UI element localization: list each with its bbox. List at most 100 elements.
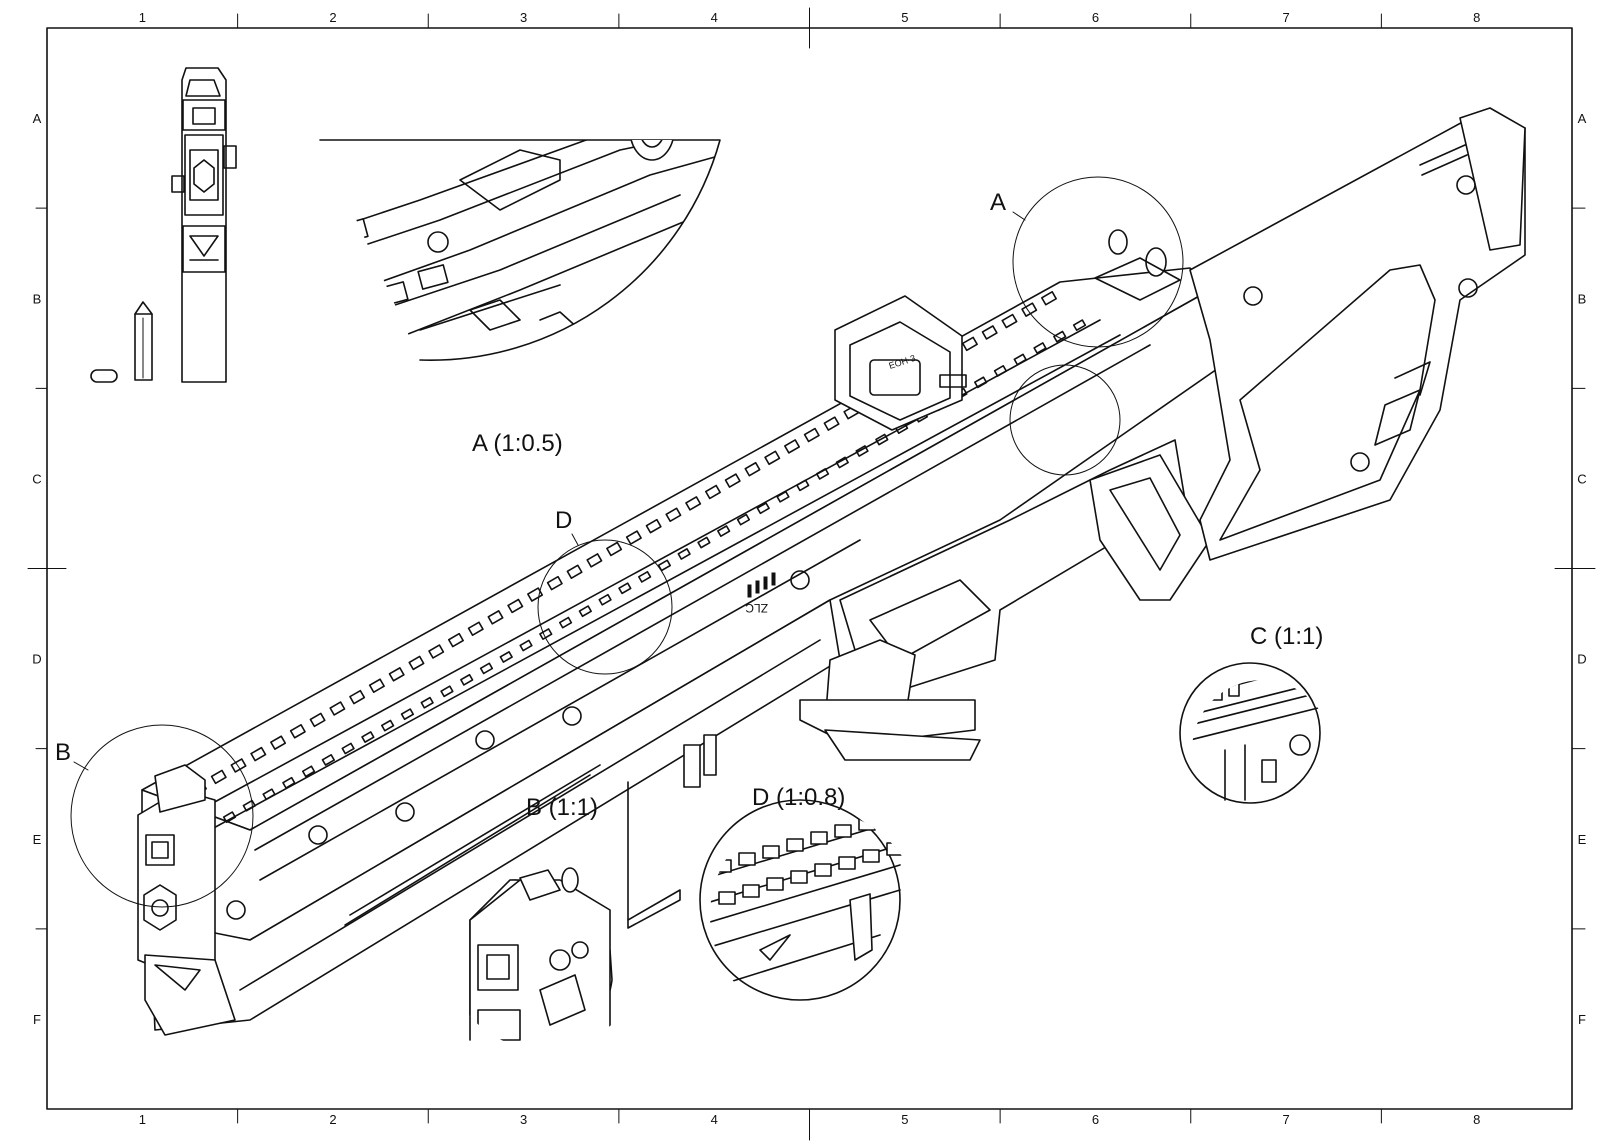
rail-tooth bbox=[784, 439, 801, 454]
grid-row-label-right: B bbox=[1578, 291, 1587, 306]
rail-tooth bbox=[803, 427, 820, 443]
grid-col-label-top: 4 bbox=[711, 10, 718, 25]
rail-tooth-lower bbox=[657, 559, 672, 572]
rail-tooth-lower bbox=[381, 719, 395, 732]
rail-tooth-lower bbox=[736, 513, 751, 526]
detail-a-title: A (1:0.5) bbox=[472, 430, 563, 457]
rail-tooth-lower bbox=[499, 651, 513, 663]
rail-tooth-lower bbox=[440, 685, 454, 698]
callout-d: D bbox=[537, 507, 673, 675]
grid-row-label-right: A bbox=[1578, 111, 1587, 126]
grid-col-label-top: 5 bbox=[901, 10, 908, 25]
detail-d-tooth bbox=[834, 824, 852, 838]
rail-tooth-lower bbox=[519, 639, 533, 652]
grid-col-label-top: 3 bbox=[520, 10, 527, 25]
rail-tooth bbox=[764, 450, 781, 466]
rail-tooth bbox=[270, 735, 287, 750]
rail-tooth bbox=[566, 564, 583, 580]
rail-tooth bbox=[724, 473, 741, 488]
grid-row-label-left: A bbox=[33, 111, 42, 126]
detail-d-title: D (1:0.8) bbox=[752, 784, 845, 811]
detail-d-tooth-lower bbox=[766, 877, 784, 891]
rail-tooth bbox=[744, 461, 761, 477]
detail-d-tooth-lower bbox=[790, 870, 808, 884]
rail-tooth-lower bbox=[717, 525, 731, 537]
callout-a-label: A bbox=[990, 189, 1006, 216]
rail-tooth-lower bbox=[460, 673, 474, 686]
rail-tooth bbox=[685, 496, 702, 511]
rail-tooth bbox=[487, 610, 504, 625]
rail-tooth-lower bbox=[1072, 319, 1087, 332]
detail-d-tooth-lower bbox=[718, 891, 736, 905]
rail-tooth-lower bbox=[361, 731, 375, 743]
rail-tooth bbox=[645, 518, 662, 534]
rail-tooth bbox=[289, 724, 306, 739]
grid-row-label-right: E bbox=[1578, 832, 1587, 847]
detail-d-view bbox=[699, 799, 904, 1001]
grid-col-label-bottom: 5 bbox=[901, 1112, 908, 1127]
rail-tooth-lower bbox=[341, 742, 355, 755]
rail-tooth bbox=[428, 644, 445, 659]
detail-d-tooth-lower bbox=[862, 849, 880, 863]
rail-tooth bbox=[961, 336, 978, 352]
rail-tooth bbox=[250, 746, 267, 762]
detail-d-tooth bbox=[810, 831, 828, 845]
rail-tooth bbox=[1021, 302, 1038, 317]
rail-tooth bbox=[981, 325, 998, 340]
detail-d-tooth-lower bbox=[838, 856, 856, 870]
rail-tooth bbox=[230, 758, 247, 773]
grid-ticks bbox=[27, 7, 1596, 1141]
vent-slots bbox=[747, 572, 776, 598]
callout-b-label: B bbox=[55, 739, 71, 766]
main-assembly: EOH-3 ZLC bbox=[137, 107, 1526, 1036]
detail-b-view bbox=[469, 867, 613, 1050]
rail-tooth bbox=[606, 541, 623, 557]
grid-col-label-top: 7 bbox=[1282, 10, 1289, 25]
rail-tooth-lower bbox=[400, 708, 415, 721]
callout-a: A bbox=[990, 176, 1184, 348]
detail-d-tooth bbox=[762, 845, 780, 859]
rail-tooth-lower bbox=[420, 696, 434, 709]
rail-tooth bbox=[823, 416, 840, 431]
grid-col-label-bottom: 1 bbox=[139, 1112, 146, 1127]
detail-d-tooth bbox=[714, 859, 732, 873]
rail-tooth bbox=[447, 632, 464, 648]
rail-tooth-lower bbox=[697, 536, 711, 549]
end-view bbox=[90, 67, 237, 383]
rail-tooth-lower bbox=[321, 754, 335, 766]
rail-tooth-lower bbox=[598, 593, 612, 606]
detail-d-teeth bbox=[714, 810, 904, 905]
rail-tooth-lower bbox=[222, 811, 237, 824]
rail-tooth-lower bbox=[578, 605, 592, 618]
rail-tooth-lower bbox=[479, 662, 494, 675]
rail-tooth-lower bbox=[282, 776, 296, 789]
rail-tooth bbox=[1001, 313, 1018, 329]
rail-tooth bbox=[329, 701, 346, 716]
rail-tooth bbox=[467, 621, 484, 636]
rail-tooth-lower bbox=[677, 548, 691, 560]
rail-tooth bbox=[586, 553, 603, 568]
grid-row-label-right: D bbox=[1577, 652, 1586, 667]
grid-col-label-top: 2 bbox=[329, 10, 336, 25]
rail-tooth-lower bbox=[637, 570, 652, 583]
grid-col-label-top: 6 bbox=[1092, 10, 1099, 25]
detail-d-tooth-lower bbox=[814, 863, 832, 877]
grid-col-label-bottom: 6 bbox=[1092, 1112, 1099, 1127]
rail-tooth bbox=[1041, 291, 1057, 306]
callout-d-label: D bbox=[555, 507, 572, 534]
grid-row-label-right: F bbox=[1578, 1012, 1586, 1027]
callout-c bbox=[1009, 364, 1121, 476]
rail-tooth bbox=[527, 587, 544, 602]
detail-c-view bbox=[1179, 662, 1331, 804]
rail-tooth bbox=[349, 689, 366, 705]
rail-tooth-lower bbox=[558, 616, 573, 629]
detail-d-tooth bbox=[738, 852, 756, 866]
rail-tooth-lower bbox=[618, 582, 632, 595]
rail-tooth bbox=[665, 507, 682, 523]
callout-b: B bbox=[55, 724, 254, 908]
grid-col-label-bottom: 3 bbox=[520, 1112, 527, 1127]
detail-d-tooth bbox=[858, 817, 876, 831]
grid-col-label-bottom: 7 bbox=[1282, 1112, 1289, 1127]
